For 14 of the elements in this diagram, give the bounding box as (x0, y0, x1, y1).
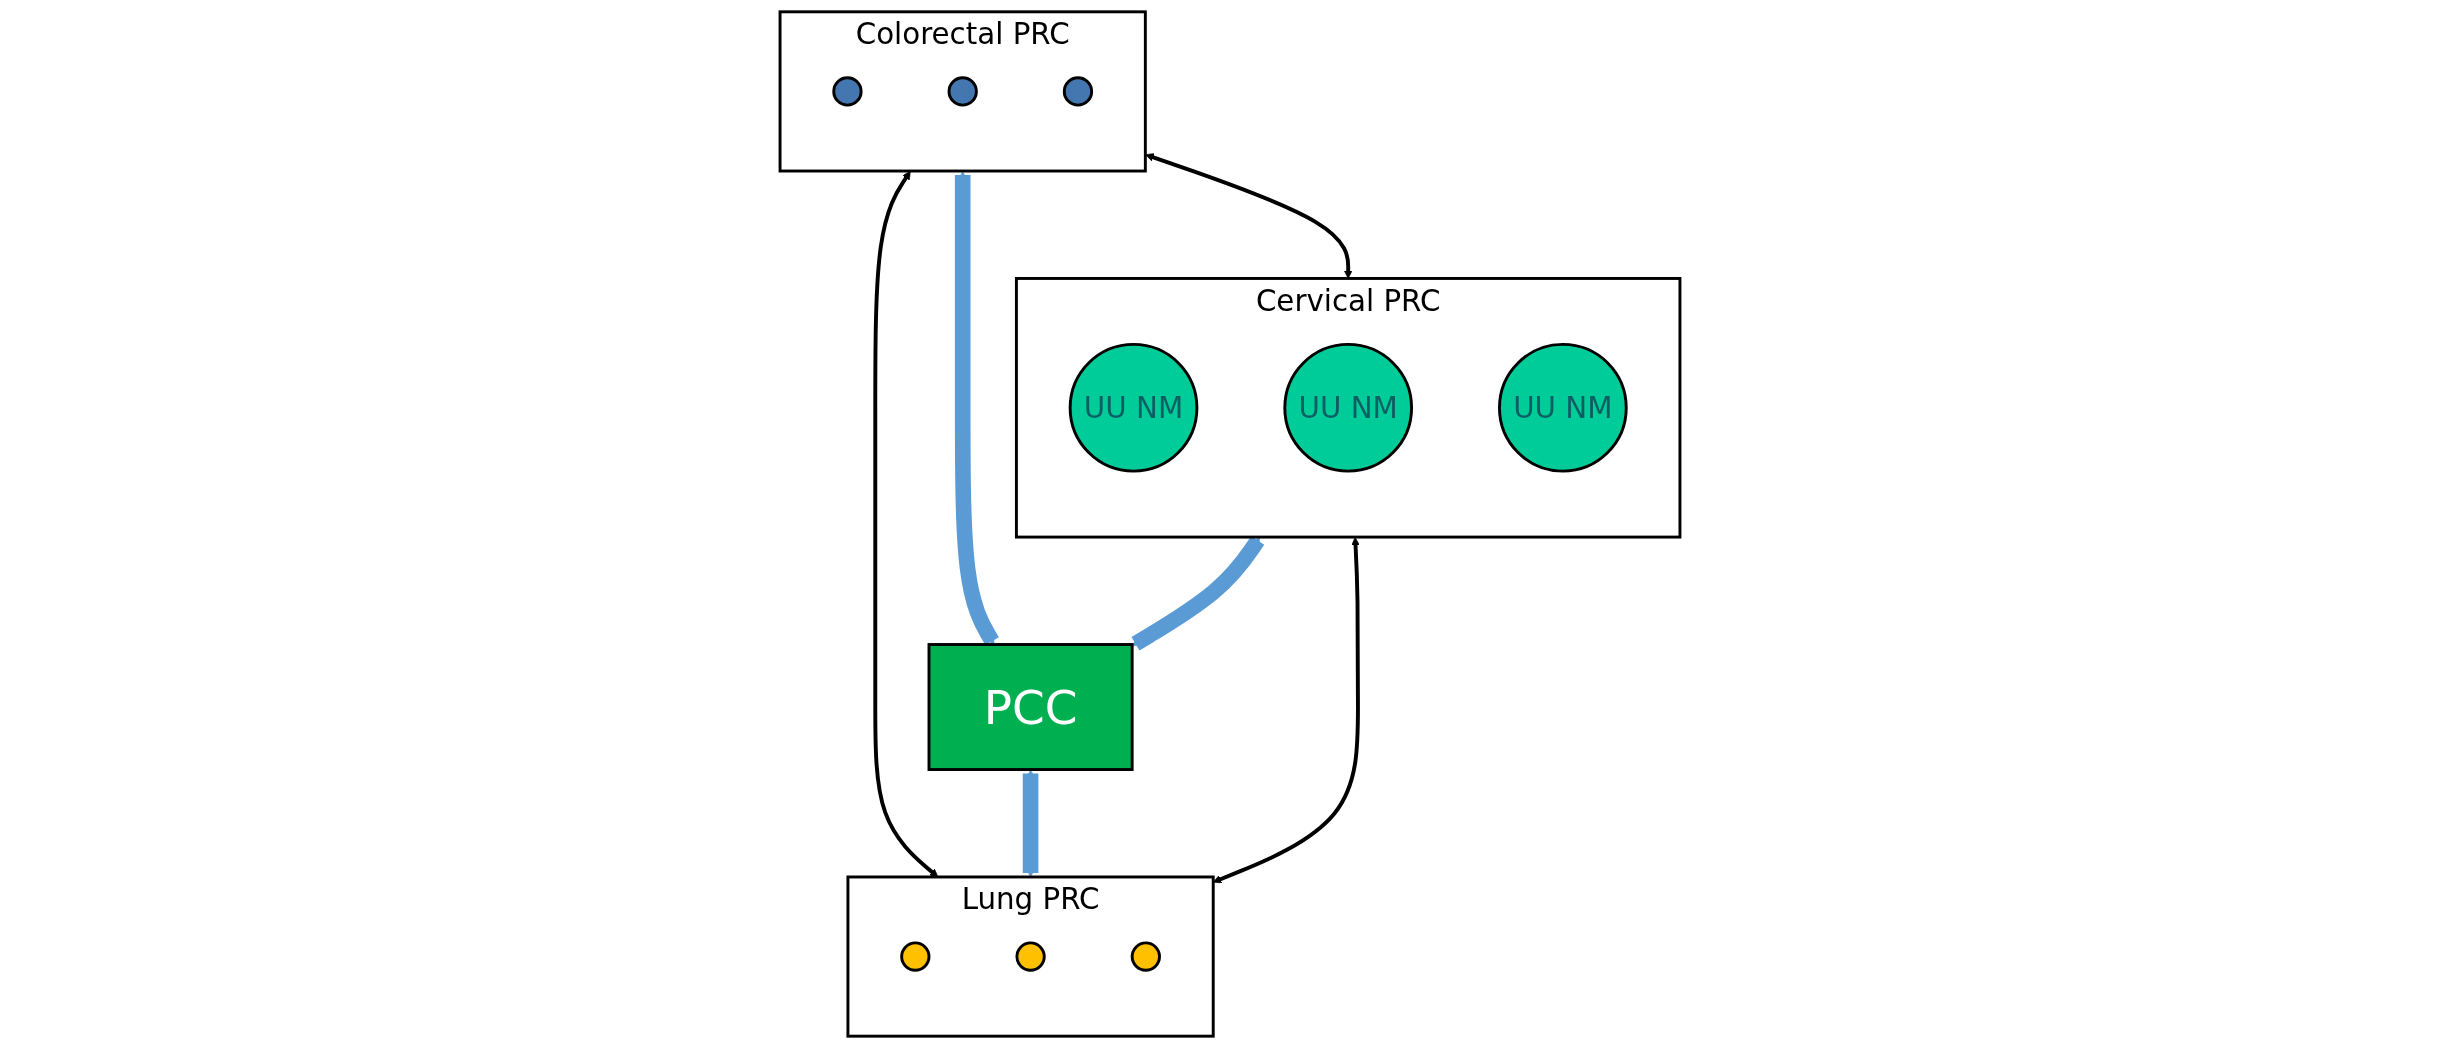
node-box: PCC (927, 643, 1134, 771)
node-circle (947, 76, 978, 107)
node-circle (900, 941, 931, 972)
arrow (1145, 153, 1353, 279)
node-circle (832, 76, 863, 107)
node-circle (1015, 941, 1046, 972)
node-circle (1130, 941, 1161, 972)
node-circle: UU NM (1068, 342, 1199, 473)
node-circle (1062, 76, 1094, 107)
node-circle: UU NM (1498, 342, 1628, 473)
node-circle: UU NM (1283, 342, 1414, 473)
cluster: Lung PRC (846, 875, 1215, 1038)
cluster: Colorectal PRC (778, 10, 1147, 173)
arrow (1212, 537, 1360, 884)
